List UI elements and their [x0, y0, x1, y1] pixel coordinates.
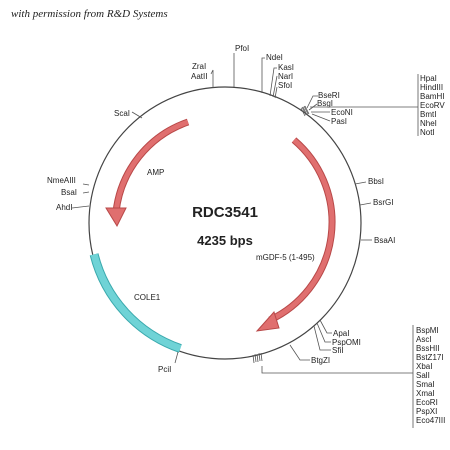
site-leader — [313, 325, 331, 351]
mcs-bottom-site: XbaI — [416, 362, 432, 371]
site-leader — [269, 67, 277, 97]
site-leader — [354, 181, 367, 185]
site-leader — [272, 75, 278, 98]
mcs-bottom-site: SalI — [416, 371, 430, 380]
site-leader — [274, 86, 278, 99]
site-nmeaiii: NmeAIII — [47, 176, 76, 185]
mgdf5-label: mGDF-5 (1-495) — [256, 253, 315, 262]
mcs-top-site: NotI — [420, 128, 435, 137]
mcs-bottom-site: AscI — [416, 335, 432, 344]
site-bsaai: BsaAI — [374, 236, 395, 245]
site-ndei: NdeI — [266, 53, 283, 62]
site-pasi: PasI — [331, 117, 347, 126]
mcs-bottom-cluster — [252, 352, 263, 364]
site-econi: EcoNI — [331, 108, 353, 117]
cole1-feature-arc-fill — [90, 253, 182, 352]
site-sfoi: SfoI — [278, 81, 292, 90]
site-leader — [306, 95, 318, 109]
site-leader — [82, 183, 90, 186]
plasmid-size: 4235 bps — [197, 233, 253, 248]
mgdf5-feature-arrow — [268, 137, 336, 324]
site-nari: NarI — [278, 72, 293, 81]
mcs-top-cluster — [300, 105, 310, 117]
site-sfii: SfiI — [332, 346, 344, 355]
mgdf5-feature-arrow-fill — [268, 138, 335, 323]
site-bbsi: BbsI — [368, 177, 384, 186]
mcs-bottom-site: Eco47III — [416, 416, 445, 425]
mcs-bottom-site: BstZ17I — [416, 353, 444, 362]
mcs-bottom-site: SmaI — [416, 380, 435, 389]
amp-label: AMP — [147, 168, 164, 177]
permission-credit: with permission from R&D Systems — [11, 8, 168, 20]
mcs-bottom-site: XmaI — [416, 389, 435, 398]
site-bseri: BseRI — [318, 91, 340, 100]
site-btgzi: BtgZI — [311, 356, 330, 365]
mcs-top-site: HpaI — [420, 74, 437, 83]
cole1-label: COLE1 — [134, 293, 161, 302]
site-bsrgi: BsrGI — [373, 198, 393, 207]
site-bsgi: BsgI — [317, 99, 333, 108]
site-apai: ApaI — [333, 329, 349, 338]
site-leader — [71, 205, 90, 209]
mcs-top-site: HindIII — [420, 83, 443, 92]
plasmid-name: RDC3541 — [192, 204, 258, 221]
mcs-top-site: NheI — [420, 119, 437, 128]
site-bsai: BsaI — [61, 188, 77, 197]
mcs-top-site: EcoRV — [420, 101, 445, 110]
amp-arrowhead — [105, 207, 127, 228]
mcs-top-site: BmtI — [420, 110, 436, 119]
site-pcii: PciI — [158, 365, 171, 374]
plasmid-backbone — [88, 86, 362, 360]
mcs-top-site: BamHI — [420, 92, 444, 101]
site-kasi: KasI — [278, 63, 294, 72]
site-leader — [82, 191, 90, 194]
site-ahdi: AhdI — [56, 203, 72, 212]
site-pspomi: PspOMI — [332, 338, 361, 347]
site-leader — [261, 57, 265, 93]
mcs-bottom-site: BspMI — [416, 326, 439, 335]
mcs-bottom-site: BssHII — [416, 344, 440, 353]
mcs-bottom-leader — [261, 366, 413, 374]
site-leader — [289, 344, 310, 361]
site-aatii: AatII — [191, 72, 207, 81]
site-leader — [319, 319, 332, 334]
site-leader — [174, 351, 179, 364]
amp-feature-arrow — [112, 118, 190, 213]
site-leader — [311, 113, 331, 122]
site-leader — [359, 202, 372, 206]
site-leader — [316, 322, 331, 343]
mgdf5-arrowhead — [255, 311, 280, 332]
site-leader — [210, 69, 214, 88]
mcs-top-list: HpaI HindIII BamHI EcoRV BmtI NheI NotI — [420, 74, 445, 137]
mcs-bottom-list: BspMI AscI BssHII BstZ17I XbaI SalI SmaI… — [416, 326, 445, 425]
site-zrai: ZraI — [192, 62, 206, 71]
site-scai: ScaI — [114, 109, 130, 118]
mcs-bottom-site: PspXI — [416, 407, 437, 416]
amp-feature-arrow-fill — [113, 119, 189, 213]
site-leader — [131, 111, 143, 119]
mcs-bottom-site: EcoRI — [416, 398, 438, 407]
site-pfoi: PfoI — [235, 44, 249, 53]
